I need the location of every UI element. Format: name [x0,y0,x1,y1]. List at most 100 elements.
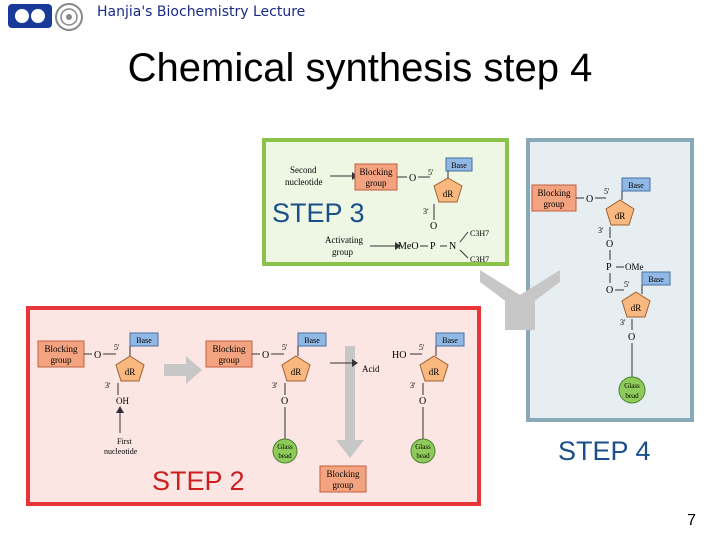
svg-text:3': 3' [272,381,278,390]
svg-text:bead: bead [625,392,639,400]
svg-text:group: group [366,178,387,188]
step2-panel [26,306,481,506]
svg-text:Base: Base [648,275,664,284]
base-box [129,332,159,347]
blocking-group-box [319,465,367,493]
svg-text:3': 3' [423,207,429,216]
svg-text:3': 3' [598,226,604,235]
svg-text:bead: bead [278,452,292,460]
svg-text:OH: OH [116,396,129,406]
svg-text:HO: HO [392,350,406,361]
svg-text:Glass: Glass [624,382,640,390]
lecture-title: Hanjia's Biochemistry Lecture [97,4,306,20]
svg-text:group: group [333,480,354,490]
step3-label: STEP 3 [272,198,365,228]
svg-text:3': 3' [620,318,626,327]
slide-header: Hanjia's Biochemistry Lecture [0,0,720,34]
svg-text:O: O [586,194,593,205]
svg-text:group: group [544,199,565,209]
svg-text:Base: Base [442,336,458,345]
step2-label: STEP 2 [152,466,245,496]
svg-text:group: group [219,355,240,365]
svg-text:MeO: MeO [398,241,419,252]
svg-text:O: O [409,173,416,184]
blocking-group-box [37,340,85,368]
svg-text:group: group [51,355,72,365]
dR-pentagon [419,355,449,382]
svg-text:O: O [262,350,269,361]
svg-text:bead: bead [416,452,430,460]
acid-arrow-shaft [345,346,355,442]
svg-text:O: O [419,396,426,407]
svg-text:O: O [606,239,613,250]
base-box [445,157,473,172]
svg-text:dR: dR [429,367,440,377]
dR-pentagon [281,355,311,382]
dR-pentagon [621,291,651,318]
logo-icon [8,4,52,28]
acid-arrow-head [336,440,364,458]
transition-arrow-stem [505,300,535,330]
base-box [621,177,651,192]
svg-text:Blocking: Blocking [213,344,246,354]
svg-text:nucleotide: nucleotide [104,447,138,456]
svg-text:O: O [430,221,437,232]
svg-text:dR: dR [615,211,626,221]
svg-text:Blocking: Blocking [360,167,393,177]
svg-text:group: group [332,247,353,257]
svg-text:5': 5' [428,168,434,177]
base-box [641,271,671,286]
second-nucleotide-label: Second [290,165,317,175]
page-number: 7 [687,512,696,529]
slide-title: Chemical synthesis step 4 [127,46,593,90]
svg-text:5': 5' [419,343,425,352]
glass-bead-icon [618,376,646,404]
svg-text:O: O [281,396,288,407]
svg-text:P: P [606,262,612,273]
svg-text:N: N [449,241,456,252]
dR-pentagon [115,355,145,382]
base-box [297,332,327,347]
svg-text:Blocking: Blocking [327,469,360,479]
svg-text:O: O [628,332,635,343]
blocking-group-box [205,340,253,368]
svg-text:3': 3' [410,381,416,390]
svg-text:dR: dR [443,189,454,199]
second-nucleotide-label-2: nucleotide [285,177,323,187]
svg-text:Base: Base [451,161,467,170]
svg-text:Acid: Acid [362,364,380,374]
svg-text:Base: Base [628,181,644,190]
blocking-group-box [531,184,577,212]
svg-text:dR: dR [125,367,136,377]
glass-bead-icon [410,438,436,464]
dR-pentagon [605,199,635,226]
svg-text:5': 5' [282,343,288,352]
svg-text:Glass: Glass [415,443,431,451]
svg-text:Base: Base [304,336,320,345]
svg-text:dR: dR [631,303,642,313]
svg-text:5': 5' [604,187,610,196]
blocking-group-box [354,163,398,191]
svg-text:dR: dR [291,367,302,377]
glass-bead-icon [272,438,298,464]
svg-text:5': 5' [114,343,120,352]
svg-text:First: First [117,437,132,446]
svg-text:5': 5' [624,280,630,289]
reaction-arrow [164,356,202,384]
svg-text:Glass: Glass [277,443,293,451]
svg-text:3': 3' [105,381,111,390]
svg-text:O: O [606,285,613,296]
dR-pentagon [433,177,463,203]
svg-text:Activating: Activating [325,235,363,245]
svg-text:Blocking: Blocking [45,344,78,354]
svg-text:P: P [430,241,436,252]
svg-text:O: O [94,350,101,361]
base-box [435,332,465,347]
svg-text:C3H7: C3H7 [470,229,489,238]
svg-text:Base: Base [136,336,152,345]
svg-text:C3H7: C3H7 [470,255,489,264]
step4-label: STEP 4 [558,436,651,466]
svg-text:Blocking: Blocking [538,188,571,198]
seal-icon [55,3,83,31]
